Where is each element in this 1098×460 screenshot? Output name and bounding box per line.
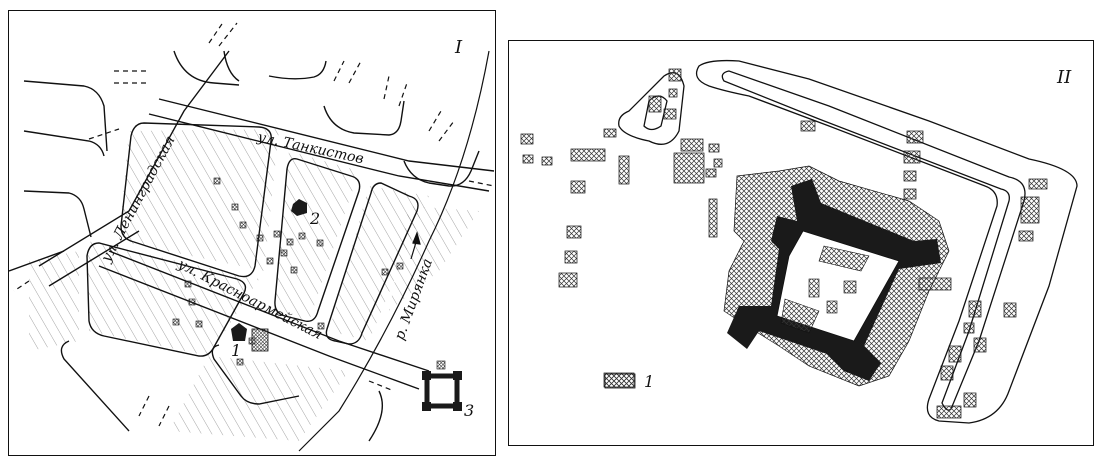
site-3-fortress-icon bbox=[422, 360, 462, 411]
dashed-street-ends bbox=[13, 20, 495, 427]
panel-numeral: I bbox=[454, 37, 463, 58]
river-flow-arrow bbox=[410, 231, 421, 260]
site-2-building bbox=[291, 199, 307, 216]
excavation-plan: 1 II bbox=[520, 59, 1078, 424]
fortress-courtyard bbox=[776, 230, 900, 342]
legend: 1 bbox=[604, 372, 654, 391]
legend-number: 1 bbox=[644, 372, 654, 391]
site-1-building bbox=[231, 323, 269, 352]
site-label-3: 3 bbox=[464, 401, 474, 420]
panel-numeral: II bbox=[1056, 67, 1072, 88]
street-map: I ул. Ленинградская ул. Танкистов ул. Кр… bbox=[9, 20, 495, 452]
site-label-2: 2 bbox=[309, 209, 320, 228]
legend-swatch bbox=[604, 373, 636, 389]
map-panel-2: 1 II bbox=[508, 40, 1094, 446]
map-panel-1: I ул. Ленинградская ул. Танкистов ул. Кр… bbox=[8, 10, 496, 456]
site-label-1: 1 bbox=[231, 341, 241, 360]
hatched-city-area bbox=[29, 129, 479, 441]
